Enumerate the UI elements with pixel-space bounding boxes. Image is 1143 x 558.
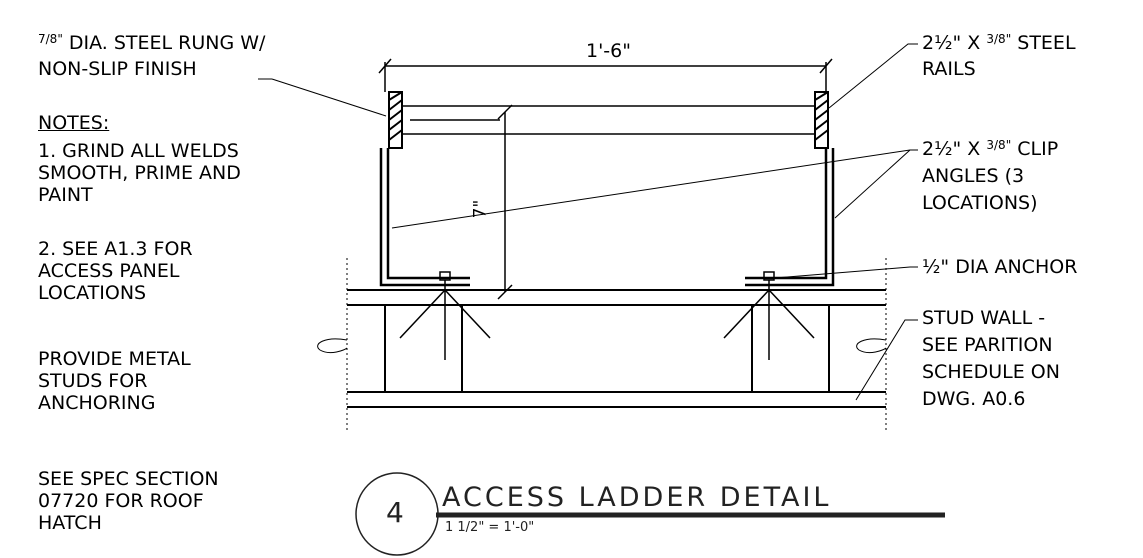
- detail-scale: 1 1/2" = 1'-0": [445, 520, 535, 535]
- rung-label-line1: DIA. STEEL RUNG W/: [68, 32, 266, 54]
- height-dimension: [497, 104, 513, 300]
- note-3-line: PROVIDE METAL: [38, 348, 191, 370]
- note-4: SEE SPEC SECTION 07720 FOR ROOF HATCH: [38, 468, 219, 534]
- width-dimension-label: 1'-6": [586, 40, 631, 62]
- notes-heading: NOTES:: [38, 112, 110, 134]
- rails-callout-line2: RAILS: [922, 58, 976, 80]
- leader-lines: [258, 43, 918, 401]
- stud-wall: [317, 258, 887, 430]
- clip-callout-line3: LOCATIONS): [922, 192, 1038, 214]
- anchor-callout: ½" DIA ANCHOR: [922, 256, 1077, 278]
- note-2-line: LOCATIONS: [38, 282, 147, 304]
- anchors: [399, 271, 815, 360]
- steel-rung: [402, 105, 815, 135]
- rails-fraction-a: 2½": [922, 32, 962, 54]
- anchor-fraction: ½": [922, 256, 950, 278]
- stud-wall-callout: STUD WALL - SEE PARITION SCHEDULE ON DWG…: [922, 305, 1060, 413]
- clip-x: X: [967, 138, 981, 160]
- rails-callout-line1: 2½" X 3/8" STEEL: [922, 32, 1076, 56]
- rails-steel: STEEL: [1017, 32, 1076, 54]
- note-4-line: HATCH: [38, 512, 102, 534]
- note-1-line: SMOOTH, PRIME AND: [38, 162, 241, 184]
- clip-angles: [379, 148, 835, 287]
- width-dimension: [378, 58, 833, 92]
- rails-x: X: [967, 32, 981, 54]
- detail-number: 4: [386, 496, 404, 529]
- stud-wall-line: SEE PARITION: [922, 334, 1053, 356]
- height-dimension-label: 7": [470, 199, 491, 219]
- rung-label-line2: NON-SLIP FINISH: [38, 58, 197, 80]
- note-1-line: PAINT: [38, 184, 93, 206]
- note-2: 2. SEE A1.3 FOR ACCESS PANEL LOCATIONS: [38, 238, 193, 304]
- steel-rails: [388, 91, 829, 149]
- clip-callout-line2: ANGLES (3: [922, 165, 1025, 187]
- note-3-line: STUDS FOR: [38, 370, 148, 392]
- note-4-line: SEE SPEC SECTION: [38, 468, 219, 490]
- note-1: 1. GRIND ALL WELDS SMOOTH, PRIME AND PAI…: [38, 140, 241, 206]
- note-1-line: 1. GRIND ALL WELDS: [38, 140, 239, 162]
- note-3-line: ANCHORING: [38, 392, 156, 414]
- note-3: PROVIDE METAL STUDS FOR ANCHORING: [38, 348, 191, 414]
- clip-text: CLIP: [1017, 138, 1059, 160]
- note-4-line: 07720 FOR ROOF: [38, 490, 204, 512]
- detail-title-block: [355, 472, 945, 556]
- stud-wall-line: DWG. A0.6: [922, 388, 1026, 410]
- anchor-text: DIA ANCHOR: [955, 256, 1078, 278]
- clip-callout-line1: 2½" X 3/8" CLIP: [922, 138, 1058, 162]
- detail-title: ACCESS LADDER DETAIL: [442, 482, 832, 513]
- clip-fraction-b: 3/8": [986, 138, 1012, 152]
- rung-fraction: 7/8": [38, 32, 63, 46]
- note-2-line: ACCESS PANEL: [38, 260, 180, 282]
- stud-wall-line: STUD WALL -: [922, 307, 1046, 329]
- rails-fraction-b: 3/8": [986, 32, 1012, 46]
- note-2-line: 2. SEE A1.3 FOR: [38, 238, 193, 260]
- stud-wall-line: SCHEDULE ON: [922, 361, 1060, 383]
- rung-label: 7/8" DIA. STEEL RUNG W/: [38, 32, 265, 56]
- clip-fraction-a: 2½": [922, 138, 962, 160]
